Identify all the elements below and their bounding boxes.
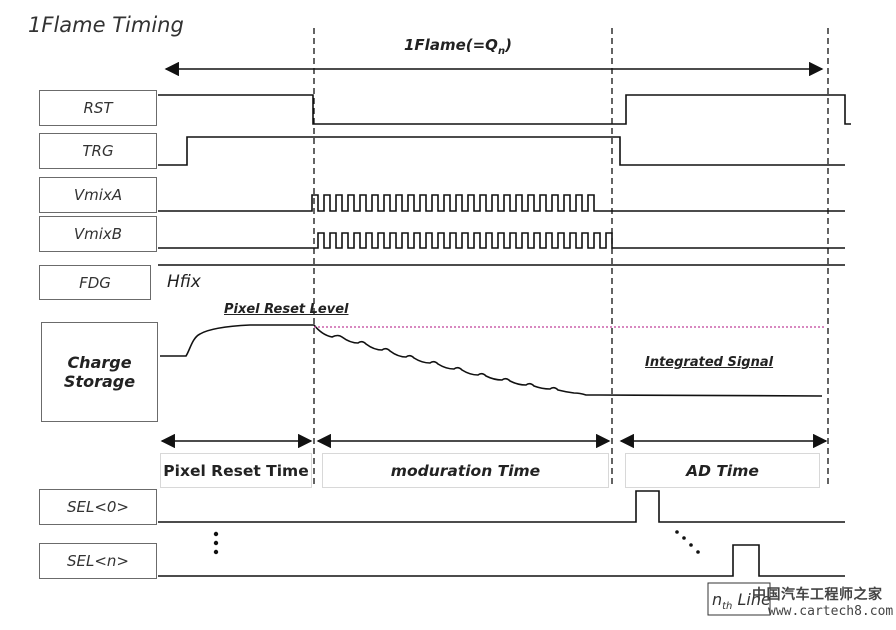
signal-label-fdg: FDG [39, 265, 151, 300]
ellipsis-dot [213, 540, 219, 546]
nth-word: Line [737, 590, 771, 609]
signal-label-vmixb: VmixB [39, 216, 157, 252]
ellipsis-dot [682, 536, 686, 540]
phase-modulation: moduration Time [322, 453, 609, 488]
nth-n: n [712, 590, 723, 609]
charge-line2: Storage [63, 372, 136, 391]
fdg-state: Hfix [167, 272, 201, 292]
nth-sub: th [722, 601, 733, 613]
nth-line-label: nth Line [712, 590, 771, 612]
signal-label-vmixa: VmixA [39, 177, 157, 213]
seln-waveform [158, 544, 845, 577]
ellipsis-dot [213, 531, 219, 537]
signal-label-sel0: SEL<0> [39, 489, 157, 525]
phase-pixel-reset: Pixel Reset Time [160, 453, 312, 488]
diagram-title: 1Flame Timing [28, 13, 184, 37]
pixel-reset-level-label: Pixel Reset Level [224, 302, 349, 317]
sel0-waveform [158, 490, 845, 523]
ellipsis-dot [675, 530, 679, 534]
signal-label-charge-storage: Charge Storage [41, 322, 158, 422]
trg-waveform [158, 136, 845, 166]
nth-line-box [707, 582, 771, 616]
signal-label-trg: TRG [39, 133, 157, 169]
ellipsis-dot [689, 543, 693, 547]
watermark-url: www.cartech8.com [768, 604, 894, 619]
phase-ad: AD Time [625, 453, 820, 488]
charge-curve [160, 324, 823, 397]
ellipsis-dot [213, 549, 219, 555]
charge-line1: Charge [67, 353, 132, 372]
rst-waveform [158, 94, 851, 125]
signal-label-seln: SEL<n> [39, 543, 157, 579]
frame-label-text: 1Flame(=Q [404, 36, 498, 54]
ellipsis-dot [696, 550, 700, 554]
vmixb-waveform [158, 232, 845, 249]
integrated-signal-label: Integrated Signal [645, 355, 774, 370]
frame-label: 1Flame(=Qn) [404, 36, 512, 57]
vmixa-waveform [158, 194, 845, 212]
watermark-cn: 中国汽车工程师之家 [752, 587, 883, 603]
frame-label-sub: n [497, 46, 506, 57]
frame-label-close: ) [505, 36, 512, 54]
signal-label-rst: RST [39, 90, 157, 126]
